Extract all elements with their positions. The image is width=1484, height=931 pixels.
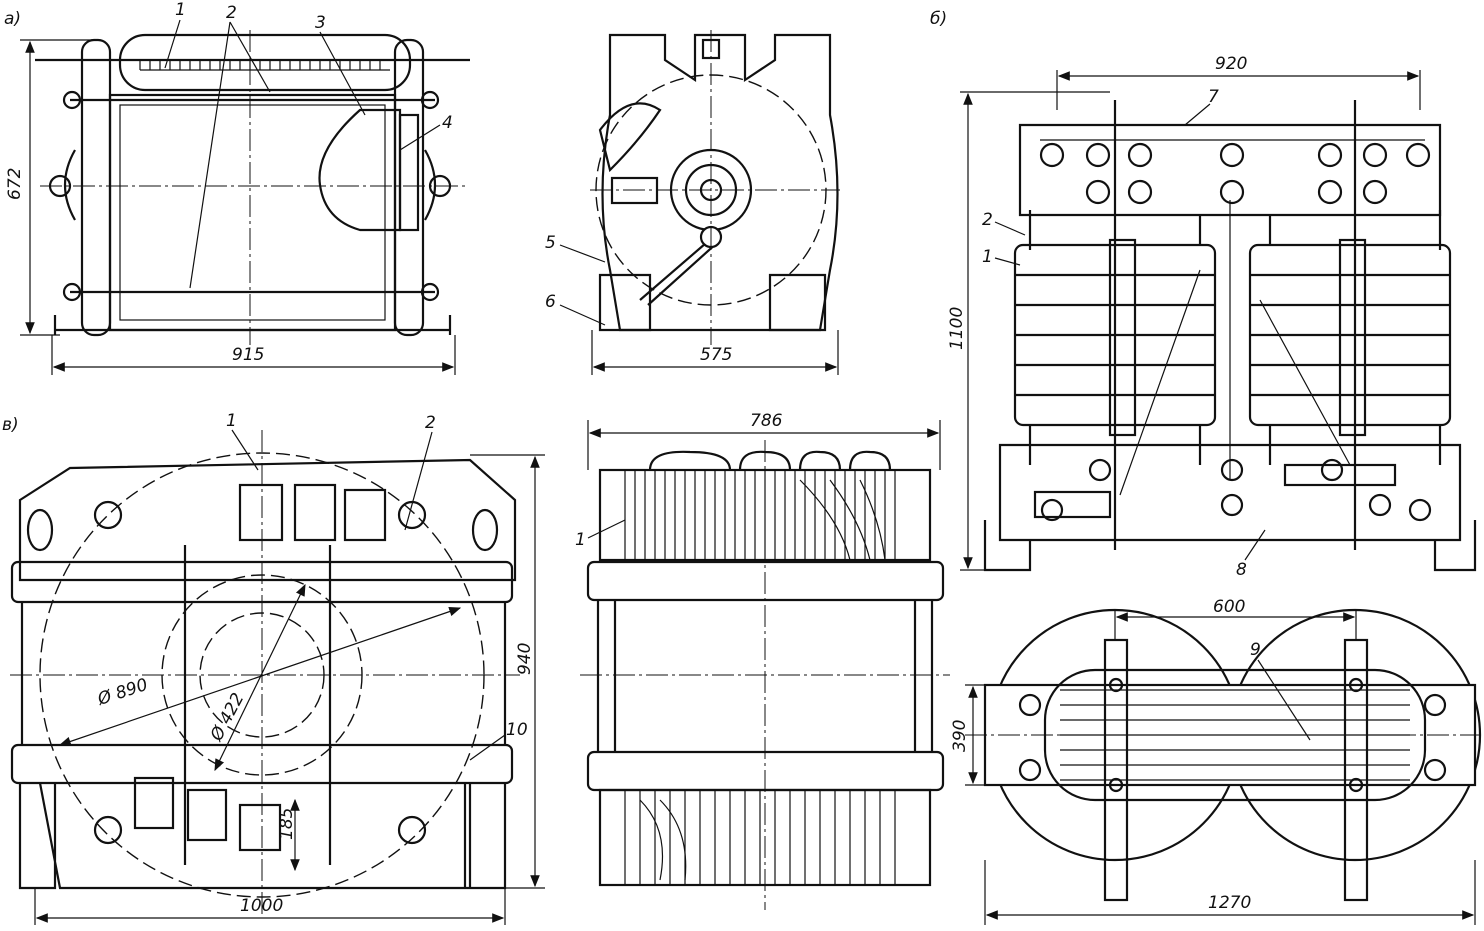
view-a-side: 575 5 6 [545,30,840,375]
dim-dia-890: Ø 890 [94,675,150,710]
callout: 1 [575,530,586,550]
dim-1100: 1100 [947,307,967,350]
callout: 1 [175,0,186,20]
callout: 7 [1208,87,1219,107]
dim-600: 600 [1213,597,1245,617]
callout: 4 [442,113,453,133]
view-v-side: 786 1 [575,411,950,910]
view-label-a: а) [4,9,21,29]
view-a-front: а) 672 915 1 2 3 4 [4,0,470,375]
callout: 1 [226,411,237,431]
dim-390: 390 [950,720,970,752]
view-b-top: 600 390 1270 9 [950,597,1482,925]
callout: 6 [545,292,556,312]
callout: 2 [226,3,237,23]
view-v-front: в) Ø 890 Ø 422 940 185 1000 1 2 10 [2,411,545,925]
callout: 10 [506,720,528,740]
dim-1000: 1000 [240,896,283,916]
callout: 1 [982,247,993,267]
callout: 5 [545,233,556,253]
callout: 2 [982,210,993,230]
view-b-front: б) 920 1100 7 2 1 8 [930,9,1477,580]
view-label-v: в) [2,415,19,435]
callout: 9 [1250,640,1261,660]
view-label-b: б) [930,9,947,29]
dim-185: 185 [277,808,297,840]
dim-920: 920 [1215,54,1247,74]
dim-915: 915 [232,345,264,365]
dim-1270: 1270 [1208,893,1251,913]
dim-575: 575 [700,345,732,365]
callout: 8 [1236,560,1247,580]
dim-786: 786 [750,411,783,431]
callout: 2 [425,413,436,433]
callout: 3 [315,13,326,33]
dim-672: 672 [5,168,25,200]
dim-940: 940 [515,643,535,675]
dim-dia-422: Ø 422 [206,690,248,746]
